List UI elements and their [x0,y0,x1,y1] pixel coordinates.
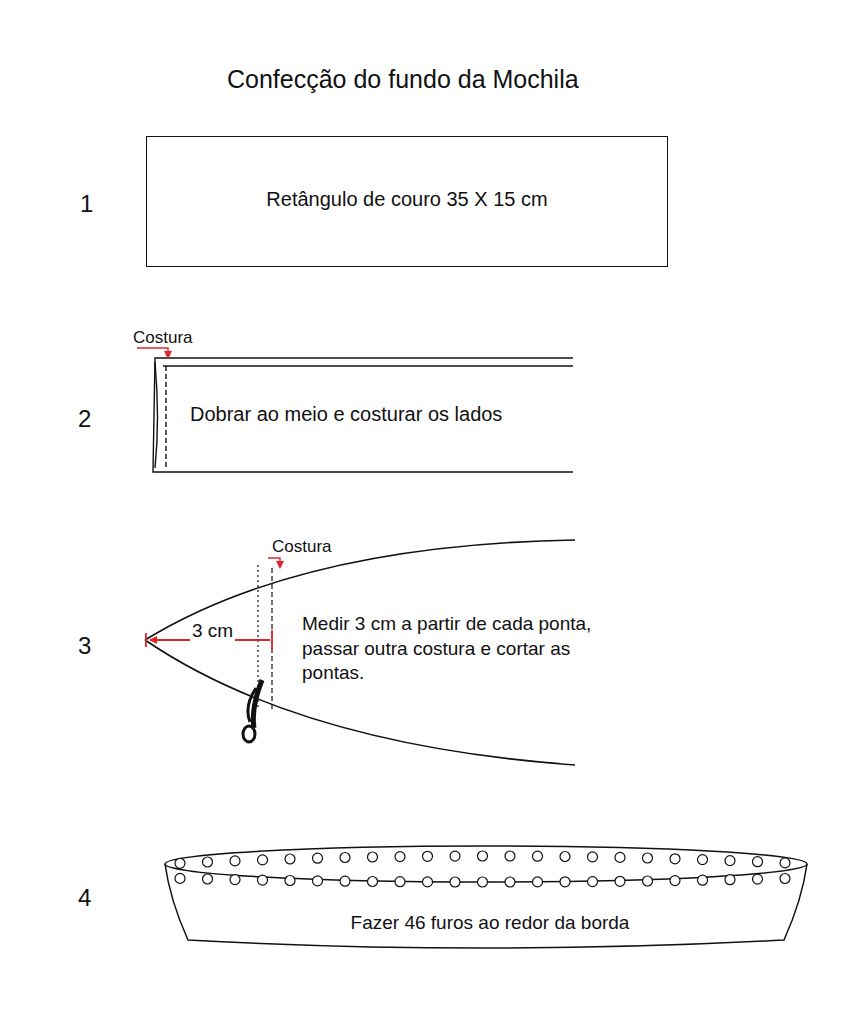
hole [615,852,625,862]
step-note: Medir 3 cm a partir de cada ponta, passa… [302,612,602,698]
hole [698,875,708,885]
seam-leader [137,348,168,358]
bottom-tray [165,846,807,948]
hole [780,874,790,884]
step-text: Fazer 46 furos ao redor da borda [300,912,680,935]
hole [423,877,433,887]
hole [588,877,598,887]
hole [753,874,763,884]
hole [478,877,488,887]
hole [533,851,543,861]
hole [450,877,460,887]
hole [670,876,680,886]
hole-row [175,851,790,887]
step-number: 1 [80,190,93,219]
hole [643,853,653,863]
hole [643,876,653,886]
hole [533,877,543,887]
hole [615,876,625,886]
hole [395,852,405,862]
step-note: Fazer 46 furos ao redor da borda [300,912,680,944]
step-text: Medir 3 cm a partir de cada ponta, passa… [302,612,602,686]
step-text: Retângulo de couro 35 X 15 cm [157,187,657,211]
hole [780,858,790,868]
hole [203,874,213,884]
seam-label: Costura [272,537,332,557]
hole [395,877,405,887]
hole [725,856,735,866]
step-number: 4 [78,884,91,913]
hole [230,875,240,885]
hole [368,852,378,862]
hole [753,857,763,867]
hole [478,851,488,861]
hole [285,854,295,864]
hole [285,876,295,886]
hole [560,877,570,887]
hole [230,856,240,866]
hole [203,857,213,867]
hole [175,858,185,868]
hole [670,854,680,864]
dimension-label: 3 cm [190,620,235,643]
diagram-title: Confecção do fundo da Mochila [227,64,579,94]
folded-strip [153,358,573,472]
hole [725,875,735,885]
hole [368,877,378,887]
hole [423,851,433,861]
hole [340,876,350,886]
hole [340,853,350,863]
hole [588,852,598,862]
material-box: Retângulo de couro 35 X 15 cm [146,136,668,267]
hole [450,851,460,861]
hole [258,875,268,885]
measure-arrow [146,558,280,650]
step-note: Dobrar ao meio e costurar os lados [190,402,560,438]
hole [505,877,515,887]
hole [560,852,570,862]
hole [313,853,323,863]
step-text: Dobrar ao meio e costurar os lados [190,402,560,426]
hole [175,873,185,883]
step-number: 2 [78,405,91,434]
hole [313,876,323,886]
hole [505,851,515,861]
seam-label: Costura [133,328,193,348]
hole [698,855,708,865]
hole [258,855,268,865]
scissors-symbol [243,680,262,742]
step-number: 3 [78,632,91,661]
